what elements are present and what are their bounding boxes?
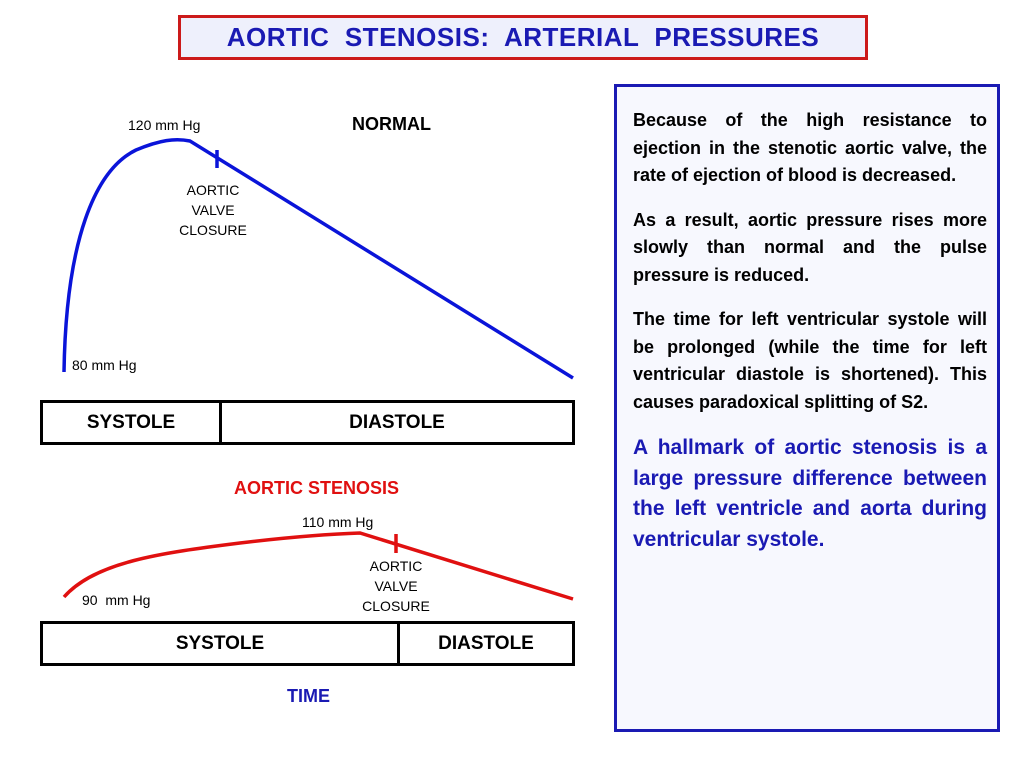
valve-label-line: VALVE (374, 578, 418, 594)
normal-pressure-curve (62, 137, 574, 380)
explanation-panel: Because of the high resistance to ejecti… (614, 84, 1000, 732)
valve-label-line: CLOSURE (362, 598, 430, 614)
normal-phase-bar: SYSTOLE DIASTOLE (40, 400, 575, 445)
page-title: AORTIC STENOSIS: ARTERIAL PRESSURES (226, 22, 820, 52)
stenosis-peak-pressure-label: 110 mm Hg (302, 514, 374, 530)
time-axis-label: TIME (287, 686, 330, 706)
valve-label-line: AORTIC (369, 558, 423, 574)
explanation-paragraph: As a result, aortic pressure rises more … (633, 209, 987, 285)
stenosis-phase-bar: SYSTOLE DIASTOLE (40, 621, 575, 666)
stenosis-valve-closure-label: AORTIC VALVE CLOSURE (346, 556, 446, 616)
explanation-paragraph: The time for left ventricular systole wi… (633, 309, 987, 412)
title-box: AORTIC STENOSIS: ARTERIAL PRESSURES (178, 15, 868, 60)
normal-valve-closure-label: AORTIC VALVE CLOSURE (163, 180, 263, 240)
stenosis-heading: AORTIC STENOSIS (234, 478, 400, 498)
valve-label-line: VALVE (191, 202, 235, 218)
normal-heading: NORMAL (352, 114, 431, 134)
normal-diastole-cell: DIASTOLE (349, 411, 445, 433)
valve-label-line: CLOSURE (179, 222, 247, 238)
normal-peak-pressure-label: 120 mm Hg (128, 117, 201, 133)
stenosis-diastole-cell: DIASTOLE (438, 632, 534, 654)
valve-label-line: AORTIC (186, 182, 240, 198)
normal-systole-cell: SYSTOLE (43, 403, 222, 442)
stenosis-pressure-curve (62, 531, 574, 601)
stenosis-systole-cell: SYSTOLE (43, 624, 400, 663)
hallmark-paragraph: A hallmark of aortic stenosis is a large… (633, 436, 987, 551)
explanation-paragraph: Because of the high resistance to ejecti… (633, 110, 987, 185)
normal-base-pressure-label: 80 mm Hg (72, 357, 137, 373)
stenosis-base-pressure-label: 90 mm Hg (82, 592, 151, 608)
